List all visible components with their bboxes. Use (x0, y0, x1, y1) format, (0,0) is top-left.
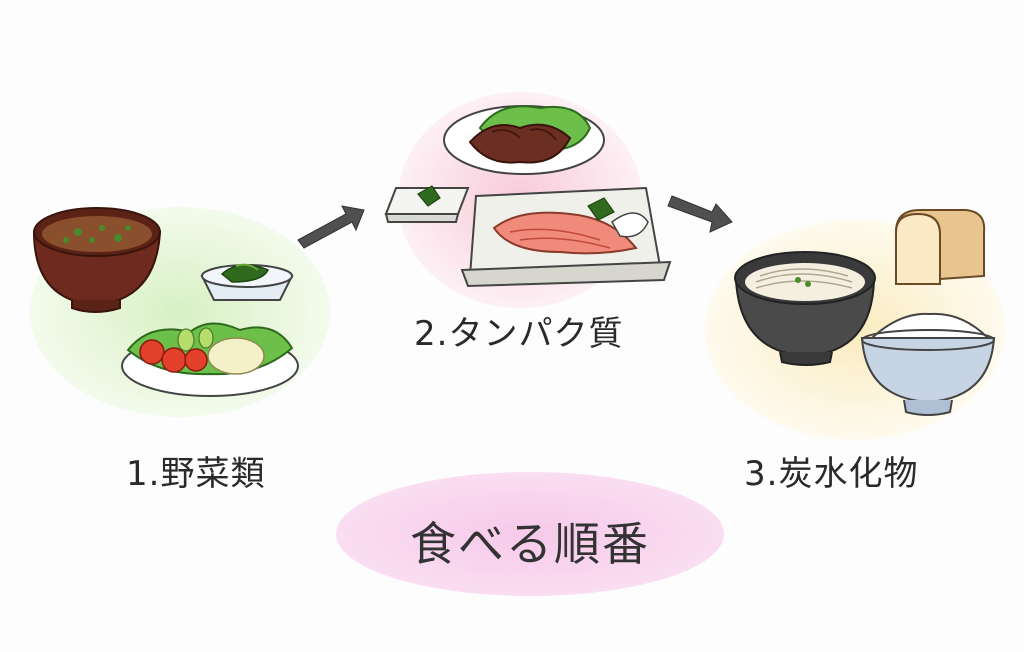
miso-soup-bowl-icon (32, 207, 162, 313)
arrow-1-to-2-icon (297, 205, 365, 249)
tofu-dish-icon (384, 185, 470, 223)
grilled-fish-plate-icon (460, 186, 672, 288)
arrow-2-to-3-icon (667, 195, 733, 233)
bread-icon (895, 209, 986, 285)
meat-plate-icon (443, 105, 605, 175)
salad-plate-icon (121, 322, 299, 397)
step-3-label: 3.炭水化物 (744, 454, 919, 494)
title-badge (336, 472, 724, 596)
diagram-title: 食べる順番 (410, 517, 650, 571)
step-2-label: 2.タンパク質 (414, 314, 624, 354)
step-1-label: 1.野菜類 (126, 454, 266, 494)
rice-bowl-icon (860, 312, 996, 416)
noodle-bowl-icon (734, 251, 876, 366)
seaweed-side-dish-icon (200, 263, 294, 301)
